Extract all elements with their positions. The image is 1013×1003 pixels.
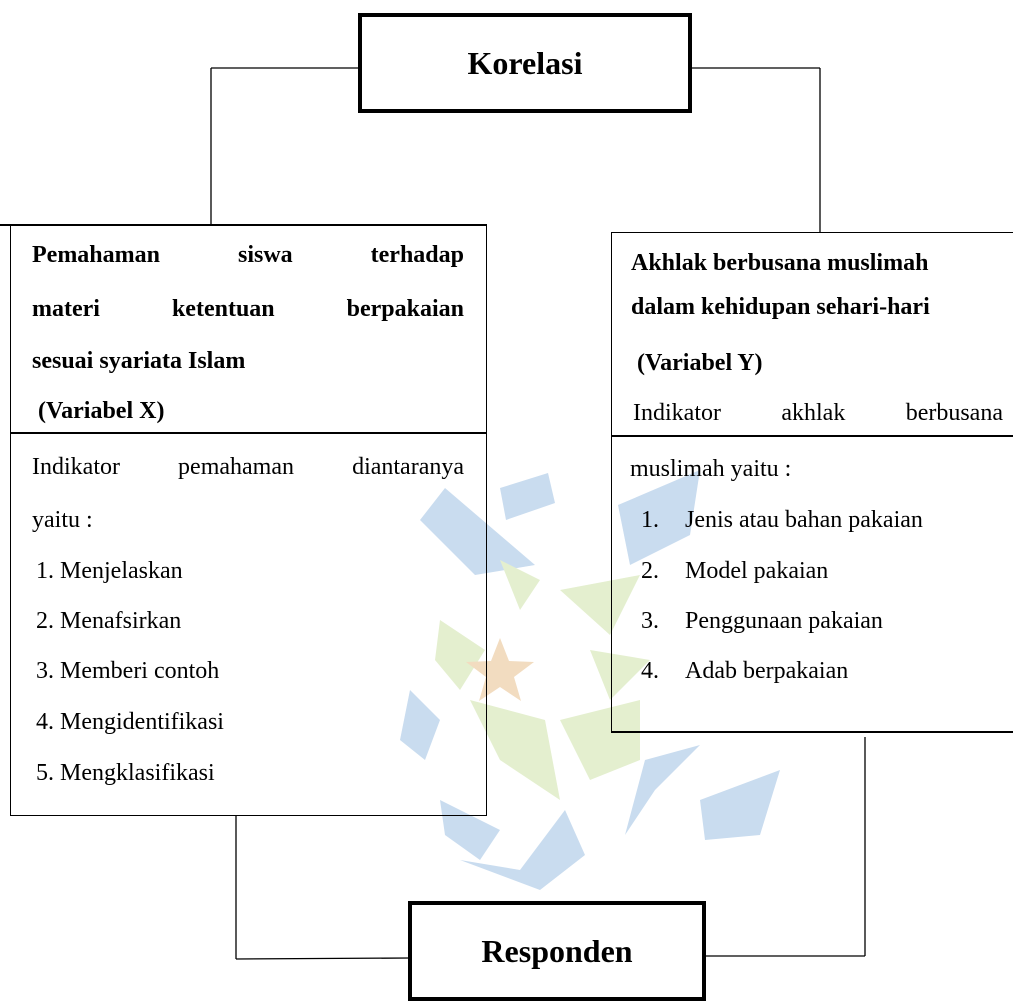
indicator-x-item: 1. Menjelaskan: [36, 556, 183, 586]
watermark-petal: [560, 700, 640, 780]
watermark-petal: [625, 745, 700, 835]
variable-y-title-line1: Akhlak berbusana muslimah: [631, 250, 929, 276]
indicator-text: Mengidentifikasi: [60, 709, 224, 735]
intro-word: akhlak: [781, 400, 846, 426]
watermark-petal: [618, 470, 700, 565]
watermark-petal: [500, 473, 555, 520]
indicator-x-item: 3. Memberi contoh: [36, 656, 219, 686]
indicator-number: 5.: [36, 760, 54, 786]
title-word: ketentuan: [171, 296, 275, 322]
indicator-number: 1.: [641, 507, 659, 533]
watermark-petal: [590, 650, 650, 700]
indicator-number: 2.: [36, 608, 54, 634]
indicator-number: 4.: [36, 709, 54, 735]
watermark-petal: [460, 810, 585, 890]
watermark-petal: [700, 770, 780, 840]
indicator-text: Menafsirkan: [60, 608, 182, 634]
indicator-y-item: 3. Penggunaan pakaian: [641, 606, 883, 636]
korelasi-box: Korelasi: [358, 13, 692, 113]
watermark-petal: [420, 488, 535, 575]
variable-x-title-line3: sesuai syariata Islam: [32, 348, 246, 374]
responden-label: Responden: [481, 932, 633, 969]
title-word: materi: [32, 296, 100, 322]
indicator-x-item: 4. Mengidentifikasi: [36, 707, 224, 737]
variable-y-box: [611, 232, 1013, 732]
title-word: terhadap: [370, 242, 464, 268]
watermark-petal: [470, 700, 560, 800]
intro-word: berbusana: [905, 400, 1003, 426]
indicator-text: Menjelaskan: [60, 558, 183, 584]
variable-y-label: (Variabel Y): [637, 350, 763, 376]
intro-word: pemahaman: [178, 454, 294, 480]
variable-x-title-line2: materi ketentuan berpakaian: [32, 294, 464, 324]
indicator-number: 3.: [36, 658, 54, 684]
variable-x-box: [10, 225, 487, 816]
variable-x-intro-line1: Indikator pemahaman diantaranya: [32, 452, 464, 482]
indicator-number: 3.: [641, 608, 659, 634]
variable-x-label: (Variabel X): [38, 398, 165, 424]
korelasi-label: Korelasi: [467, 44, 583, 81]
variable-x-divider: [10, 432, 487, 434]
indicator-text: Penggunaan pakaian: [685, 608, 883, 634]
indicator-number: 4.: [641, 658, 659, 684]
indicator-text: Jenis atau bahan pakaian: [685, 507, 923, 533]
variable-y-intro-line1: Indikator akhlak berbusana: [633, 398, 1003, 428]
indicator-text: Model pakaian: [685, 558, 829, 584]
indicator-text: Memberi contoh: [60, 658, 220, 684]
intro-word: Indikator: [32, 454, 120, 480]
variable-y-bottom-border: [611, 731, 1013, 733]
indicator-number: 2.: [641, 558, 659, 584]
watermark-star: [466, 638, 534, 701]
indicator-y-item: 4. Adab berpakaian: [641, 656, 848, 686]
watermark-petal: [560, 575, 640, 635]
indicator-number: 1.: [36, 558, 54, 584]
title-word: berpakaian: [346, 296, 464, 322]
indicator-x-item: 2. Menafsirkan: [36, 606, 181, 636]
variable-x-intro-line2: yaitu :: [32, 507, 93, 533]
intro-word: diantaranya: [352, 454, 464, 480]
watermark-petal: [500, 560, 540, 610]
variable-x-title-line1: Pemahaman siswa terhadap: [32, 240, 464, 270]
indicator-text: Adab berpakaian: [685, 658, 849, 684]
title-word: siswa: [237, 242, 293, 268]
indicator-text: Mengklasifikasi: [60, 760, 215, 786]
variable-y-title-line2: dalam kehidupan sehari-hari: [631, 294, 930, 320]
watermark-petal: [400, 690, 440, 760]
connector-left-to-responden: [235, 957, 411, 960]
watermark-petal: [435, 620, 485, 690]
title-word: Pemahaman: [32, 242, 160, 268]
variable-y-divider: [611, 435, 1013, 437]
variable-y-intro-line2: muslimah yaitu :: [630, 456, 792, 482]
variable-x-top-border: [0, 224, 487, 226]
intro-word: Indikator: [633, 400, 721, 426]
indicator-x-item: 5. Mengklasifikasi: [36, 758, 215, 788]
indicator-y-item: 2. Model pakaian: [641, 556, 828, 586]
indicator-y-item: 1. Jenis atau bahan pakaian: [641, 505, 923, 535]
responden-box: Responden: [408, 901, 706, 1001]
